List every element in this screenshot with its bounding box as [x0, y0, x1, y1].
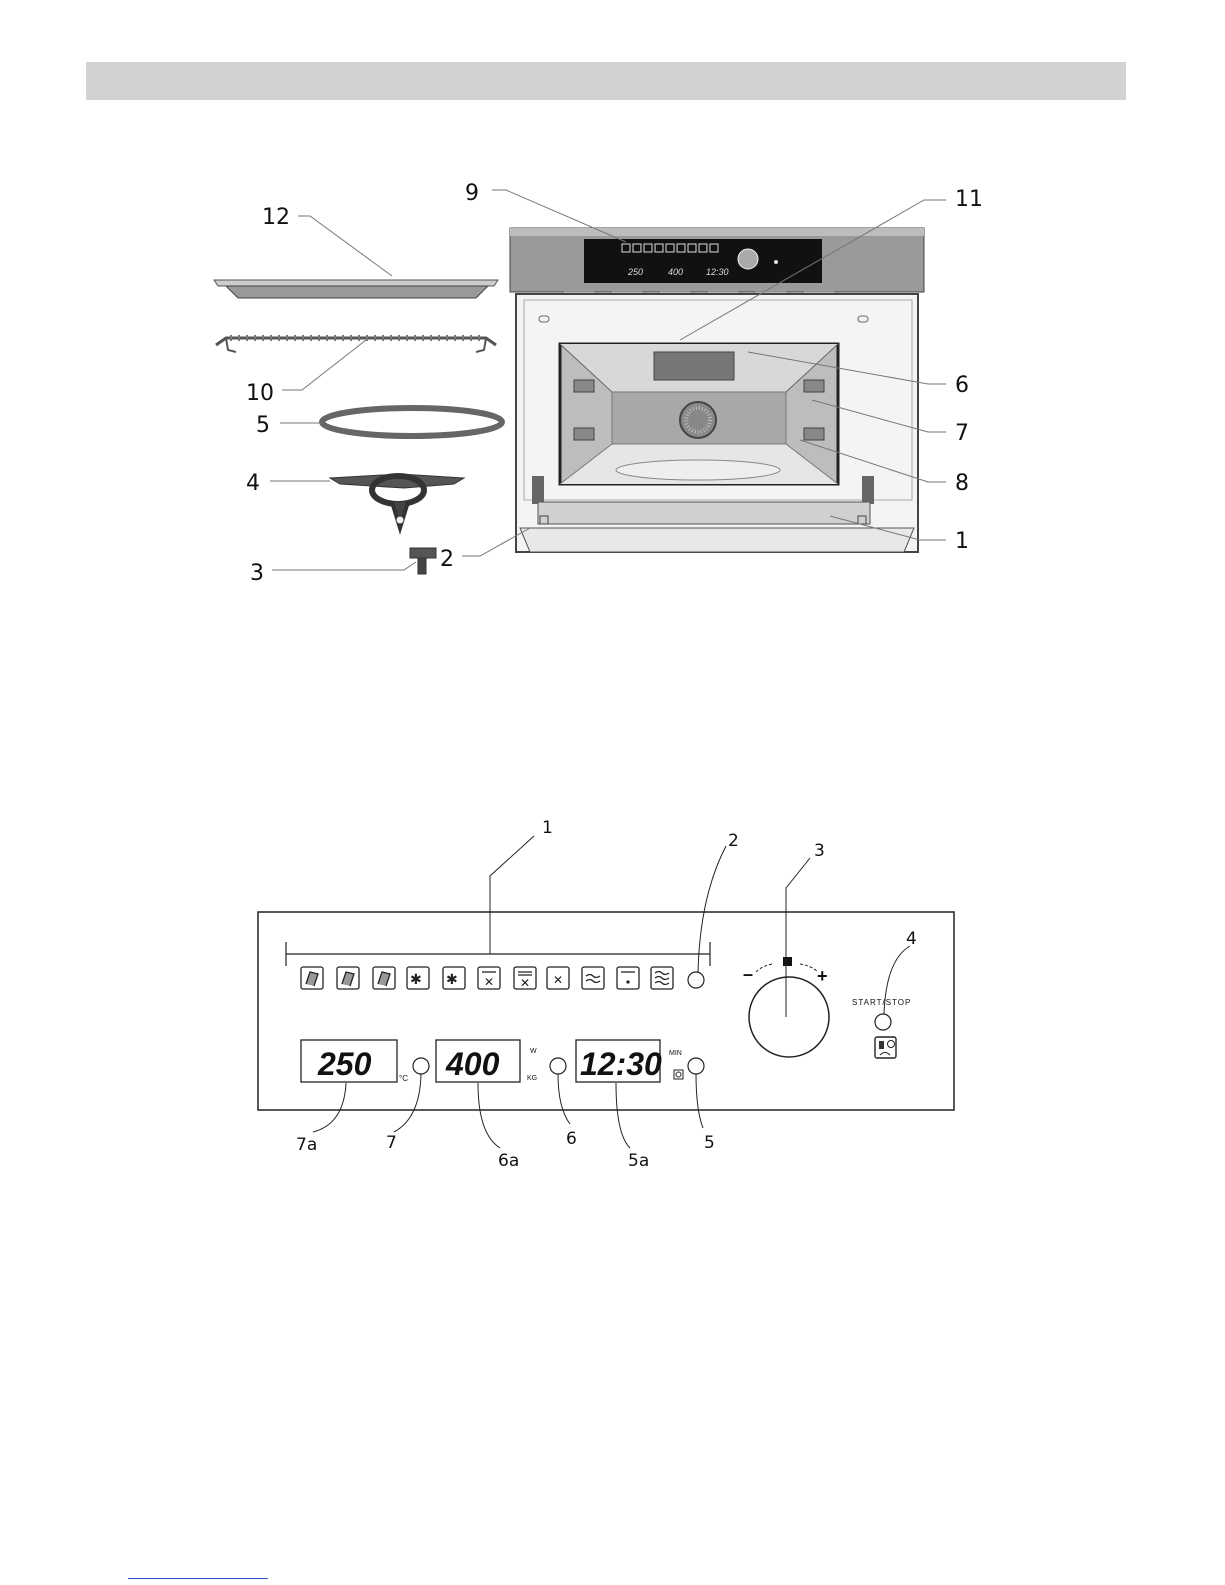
- dial-plus-label: +: [817, 966, 828, 986]
- baking-tray: [214, 280, 498, 298]
- child-lock-icon: [875, 1037, 896, 1058]
- roller-support: [330, 474, 464, 528]
- mini-control-panel: [584, 239, 822, 283]
- dial-minus-label: –: [743, 964, 753, 984]
- time-display: 12:30: [576, 1040, 662, 1082]
- power-weight-display: 400: [436, 1040, 520, 1082]
- start-stop-label: START/STOP: [852, 998, 911, 1007]
- footer-link-underline: [128, 1578, 268, 1579]
- svg-text:✕: ✕: [520, 976, 530, 990]
- callout-1: 1: [955, 529, 969, 554]
- power-value: 400: [445, 1046, 500, 1082]
- function-select-button[interactable]: [688, 972, 704, 988]
- svg-text:✱: ✱: [410, 971, 422, 987]
- callout-3: 3: [250, 561, 264, 586]
- callout-8: 8: [955, 471, 969, 496]
- panel-callout-5a: 5a: [628, 1151, 649, 1171]
- panel-callout-2: 2: [728, 831, 739, 851]
- panel-callout-7: 7: [386, 1133, 397, 1153]
- time-button[interactable]: [688, 1058, 704, 1074]
- oven-front-view: 250 400 12:30: [510, 228, 924, 552]
- start-stop-button[interactable]: [875, 1014, 891, 1030]
- wire-rack: [216, 338, 496, 352]
- panel-callout-4: 4: [906, 929, 917, 949]
- svg-text:✱: ✱: [446, 971, 458, 987]
- callout-10: 10: [246, 381, 274, 406]
- celsius-unit: °C: [399, 1074, 408, 1083]
- panel-callout-1: 1: [542, 818, 553, 838]
- coupler: [410, 548, 436, 574]
- panel-callout-6: 6: [566, 1129, 577, 1149]
- panel-callout-6a: 6a: [498, 1151, 519, 1171]
- callout-7: 7: [955, 421, 969, 446]
- callout-2: 2: [440, 547, 454, 572]
- callout-4: 4: [246, 471, 260, 496]
- power-weight-button[interactable]: [550, 1058, 566, 1074]
- roller-ring: [322, 408, 502, 436]
- mini-power-display: 400: [668, 267, 683, 277]
- panel-callout-7a: 7a: [296, 1135, 317, 1155]
- svg-text:✕: ✕: [484, 975, 494, 989]
- time-value: 12:30: [580, 1046, 662, 1082]
- panel-callout-5: 5: [704, 1133, 715, 1153]
- temperature-value: 250: [317, 1046, 372, 1082]
- svg-text:✕: ✕: [553, 973, 563, 987]
- temperature-button[interactable]: [413, 1058, 429, 1074]
- panel-callout-3: 3: [814, 841, 825, 861]
- mini-time-display: 12:30: [706, 267, 729, 277]
- callout-6: 6: [955, 373, 969, 398]
- callout-12: 12: [262, 205, 290, 230]
- temperature-display: 250: [301, 1040, 397, 1082]
- watt-unit: W: [530, 1048, 537, 1055]
- kg-unit: KG: [527, 1075, 537, 1082]
- callout-5: 5: [256, 413, 270, 438]
- callout-9: 9: [465, 181, 479, 206]
- clock-icon: [674, 1070, 683, 1079]
- callout-11: 11: [955, 187, 983, 212]
- min-unit: MIN: [669, 1050, 682, 1057]
- mini-temp-display: 250: [627, 267, 643, 277]
